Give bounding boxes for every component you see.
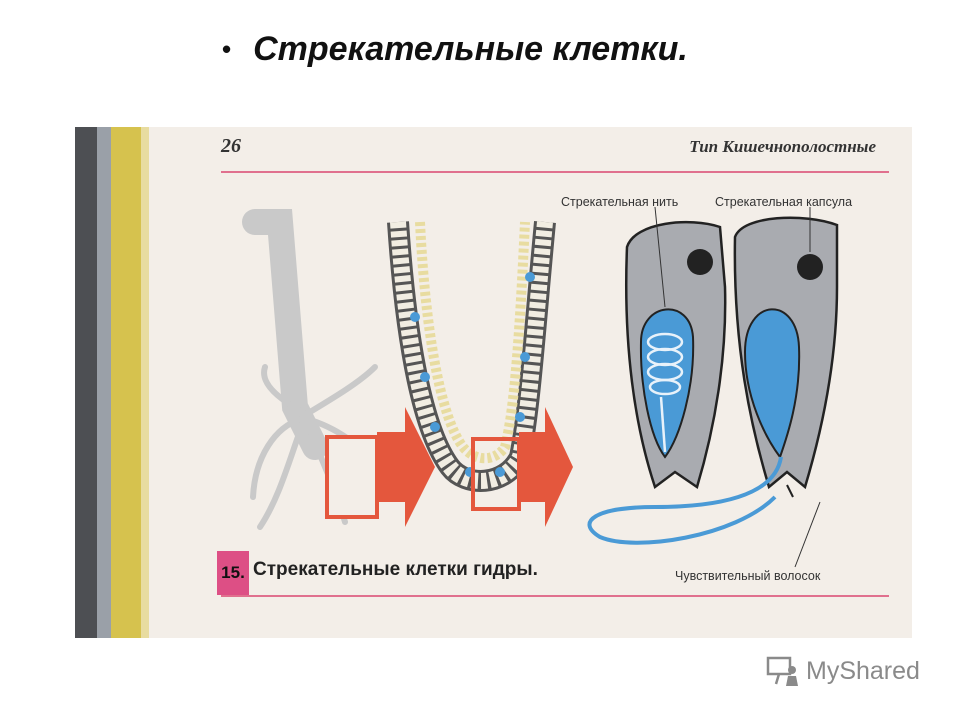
watermark-text: MyShared bbox=[806, 656, 920, 685]
leader-hair bbox=[794, 501, 821, 568]
textbook-scan: 26 Тип Кишечнополостные Стрекательная ни… bbox=[75, 127, 912, 638]
arrow-1 bbox=[377, 407, 435, 527]
slide-title: • Стрекательные клетки. bbox=[222, 30, 688, 69]
hydra-illustration bbox=[75, 127, 889, 638]
book-spine-edge bbox=[97, 127, 111, 638]
tentacle-section bbox=[387, 220, 556, 492]
cnidocyte-coiled bbox=[624, 221, 727, 490]
title-text: Стрекательные клетки. bbox=[253, 30, 688, 68]
footer-rule bbox=[221, 595, 889, 597]
zoom-box-1 bbox=[325, 435, 379, 519]
cnidocyte-discharged bbox=[587, 216, 839, 545]
label-stinging-thread: Стрекательная нить bbox=[561, 195, 679, 209]
figure-caption: Стрекательные клетки гидры. bbox=[253, 559, 538, 580]
chapter-heading: Тип Кишечнополостные bbox=[689, 137, 876, 156]
title-bullet: • bbox=[222, 34, 232, 64]
yellow-strip bbox=[111, 127, 141, 638]
page-number: 26 bbox=[221, 135, 241, 157]
label-stinging-capsule: Стрекательная капсула bbox=[715, 195, 853, 209]
leader-thread bbox=[654, 206, 666, 308]
label-sensory-hair: Чувствительный волосок bbox=[675, 569, 821, 583]
figure-number: 15. bbox=[217, 551, 249, 595]
header-rule bbox=[221, 171, 889, 173]
watermark: MyShared bbox=[766, 656, 920, 686]
book-spine-shadow bbox=[75, 127, 97, 638]
arrow-2 bbox=[519, 407, 573, 527]
yellow-strip-edge bbox=[141, 127, 149, 638]
teacher-at-board-icon bbox=[766, 656, 798, 686]
